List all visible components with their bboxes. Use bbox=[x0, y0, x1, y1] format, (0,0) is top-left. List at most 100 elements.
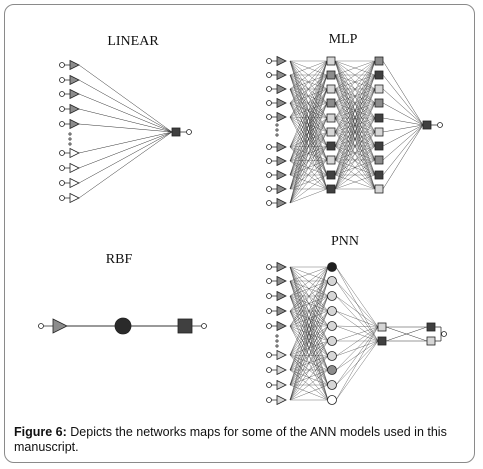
hidden-square bbox=[326, 56, 336, 66]
radial-unit bbox=[114, 317, 132, 335]
ellipsis-dot bbox=[275, 334, 279, 338]
output-node bbox=[441, 331, 447, 337]
connection-line bbox=[334, 102, 376, 190]
connection-line bbox=[289, 60, 328, 162]
input-triangle bbox=[276, 305, 287, 317]
connection-line bbox=[334, 145, 376, 190]
connection-line bbox=[334, 60, 376, 119]
input-node bbox=[266, 293, 272, 299]
input-triangle bbox=[69, 59, 80, 71]
input-node bbox=[266, 367, 272, 373]
connection-line bbox=[289, 340, 329, 401]
connection-line bbox=[382, 102, 424, 126]
pnn-title: PNN bbox=[331, 234, 359, 249]
connection-line bbox=[335, 340, 379, 371]
connection-line bbox=[78, 79, 173, 133]
connection-line bbox=[334, 60, 376, 104]
connection-line bbox=[289, 325, 329, 401]
input-node bbox=[266, 58, 272, 64]
connection-line bbox=[289, 60, 328, 76]
input-triangle bbox=[276, 141, 287, 153]
input-node bbox=[266, 186, 272, 192]
input-node bbox=[266, 382, 272, 388]
connection-line bbox=[334, 174, 376, 190]
connection-line bbox=[289, 266, 329, 327]
connection-line bbox=[334, 60, 376, 76]
connection-line bbox=[289, 117, 328, 204]
ellipsis-dot bbox=[275, 339, 279, 343]
ellipsis-dot bbox=[68, 142, 72, 146]
connection-line bbox=[382, 124, 424, 133]
connection-line bbox=[334, 88, 376, 190]
connection-line bbox=[78, 131, 173, 199]
hidden-square bbox=[374, 98, 384, 108]
hidden-square bbox=[374, 56, 384, 66]
input-triangle bbox=[276, 169, 287, 181]
connection-line bbox=[289, 88, 328, 119]
connection-line bbox=[335, 325, 379, 328]
connection-line bbox=[335, 326, 379, 371]
connection-line bbox=[382, 117, 424, 126]
connection-line bbox=[289, 266, 329, 356]
input-node bbox=[266, 172, 272, 178]
hidden-square bbox=[326, 170, 336, 180]
input-triangle bbox=[69, 177, 80, 189]
connection-line bbox=[78, 131, 173, 184]
connection-line bbox=[335, 266, 379, 328]
input-triangle bbox=[69, 88, 80, 100]
connection-line bbox=[382, 124, 424, 161]
connection-line bbox=[289, 384, 329, 401]
summation-square bbox=[377, 336, 387, 346]
hidden-square bbox=[326, 70, 336, 80]
input-node bbox=[59, 106, 65, 112]
input-triangle bbox=[276, 349, 287, 361]
output-square bbox=[422, 120, 432, 130]
connection-line bbox=[289, 174, 328, 204]
ellipsis-dot bbox=[68, 137, 72, 141]
connection-line bbox=[289, 266, 329, 401]
input-triangle bbox=[276, 183, 287, 195]
input-node bbox=[266, 278, 272, 284]
connection-line bbox=[335, 326, 379, 401]
connection-line bbox=[334, 74, 376, 190]
connection-line bbox=[289, 266, 329, 371]
input-triangle bbox=[276, 379, 287, 391]
hidden-square bbox=[326, 184, 336, 194]
connection-line bbox=[289, 60, 328, 176]
pattern-unit bbox=[327, 306, 337, 316]
input-node bbox=[266, 114, 272, 120]
connection-line bbox=[334, 159, 376, 190]
connection-line bbox=[289, 88, 328, 204]
connection-line bbox=[289, 145, 328, 204]
input-node bbox=[59, 91, 65, 97]
input-node bbox=[266, 323, 272, 329]
connection-line bbox=[289, 60, 328, 190]
pattern-unit bbox=[327, 380, 337, 390]
connection-line bbox=[385, 326, 428, 342]
connection-line bbox=[334, 131, 376, 190]
connection-line bbox=[78, 93, 173, 133]
input-node bbox=[59, 121, 65, 127]
connection-line bbox=[334, 117, 376, 176]
ellipsis-dot bbox=[68, 132, 72, 136]
connection-line bbox=[78, 131, 173, 154]
connection-line bbox=[382, 74, 424, 126]
connection-line bbox=[334, 60, 376, 147]
input-triangle bbox=[69, 147, 80, 159]
input-triangle bbox=[276, 364, 287, 376]
input-triangle bbox=[276, 261, 287, 273]
connection-line bbox=[289, 60, 328, 90]
hidden-square bbox=[326, 113, 336, 123]
connection-line bbox=[335, 326, 379, 357]
connection-line bbox=[335, 295, 379, 328]
pattern-unit bbox=[327, 365, 337, 375]
connection-line bbox=[334, 60, 376, 90]
pnn-network bbox=[266, 261, 447, 406]
input-node bbox=[266, 158, 272, 164]
input-node bbox=[266, 352, 272, 358]
input-triangle bbox=[276, 69, 287, 81]
connection-line bbox=[335, 310, 379, 342]
connection-line bbox=[289, 131, 328, 204]
caption-text: Depicts the networks maps for some of th… bbox=[14, 425, 447, 454]
connection-line bbox=[289, 280, 329, 297]
